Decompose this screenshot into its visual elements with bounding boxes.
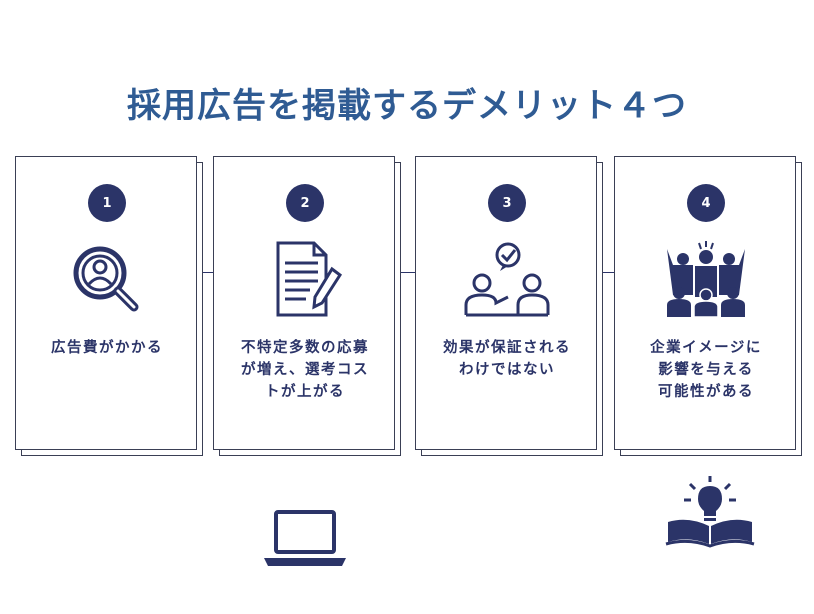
card-label: 効果が保証される わけではない	[443, 340, 571, 378]
card-label: 企業イメージに 影響を与える 可能性がある	[650, 340, 762, 400]
connector-line	[596, 272, 614, 273]
consultation-icon	[464, 242, 550, 317]
card-panel: 2 不特定多数の応募 が増え、選考コス トが上がる	[213, 156, 395, 450]
search-person-icon	[73, 246, 139, 312]
card-panel: 1 広告費がかかる	[15, 156, 197, 450]
book-lightbulb-icon	[665, 476, 755, 548]
laptop-icon	[264, 510, 346, 566]
card-label: 不特定多数の応募 が増え、選考コス トが上がる	[241, 340, 369, 400]
step-badge: 1	[88, 184, 126, 222]
card-panel: 4 企業イメージに 影響を与える 可能性がある	[614, 156, 796, 450]
connector-line	[197, 272, 213, 273]
card-panel: 3 効果が保証される わけではない	[415, 156, 597, 450]
step-badge: 3	[488, 184, 526, 222]
card-label: 広告費がかかる	[51, 340, 163, 356]
step-badge: 4	[687, 184, 725, 222]
crowd-icon	[667, 241, 745, 318]
card-4: 4 企業イメージに 影響を与える 可能性がある	[614, 156, 802, 456]
page-title: 採用広告を掲載するデメリット４つ	[127, 86, 687, 126]
card-2: 2 不特定多数の応募 が増え、選考コス トが上がる	[213, 156, 401, 456]
step-badge: 2	[286, 184, 324, 222]
card-1: 1 広告費がかかる	[15, 156, 203, 456]
document-pencil-icon	[276, 241, 343, 317]
card-3: 3 効果が保証される わけではない	[415, 156, 603, 456]
connector-line	[397, 272, 415, 273]
